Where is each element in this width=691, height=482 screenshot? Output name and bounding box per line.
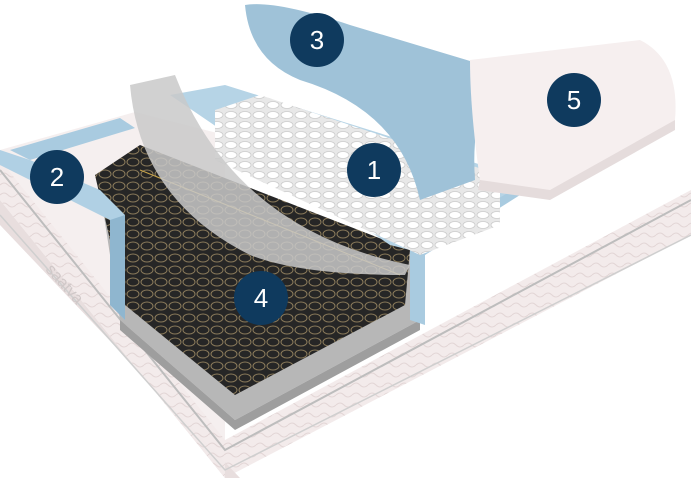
marker-4-label: 4 [254,283,268,313]
marker-5-label: 5 [567,85,581,115]
marker-3[interactable]: 3 [290,13,344,67]
marker-1-label: 1 [367,155,381,185]
marker-3-label: 3 [310,25,324,55]
marker-4[interactable]: 4 [234,271,288,325]
marker-2[interactable]: 2 [30,150,84,204]
marker-1[interactable]: 1 [347,143,401,197]
marker-5[interactable]: 5 [547,73,601,127]
marker-2-label: 2 [50,162,64,192]
